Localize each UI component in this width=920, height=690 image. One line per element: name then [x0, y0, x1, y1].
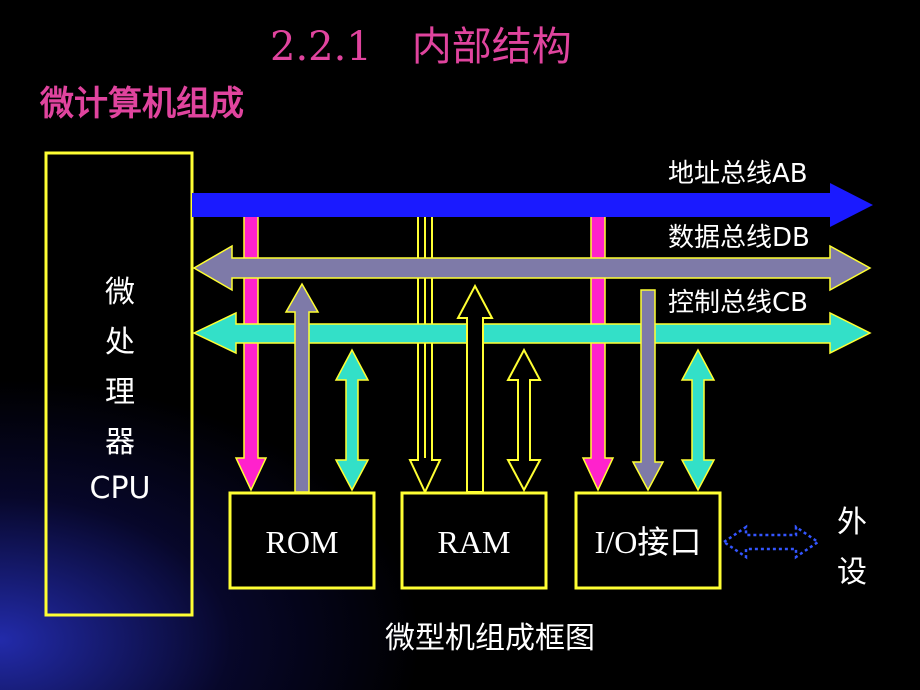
- peripheral-link-arrow: [721, 524, 821, 560]
- data-bus-arrow: [192, 244, 872, 292]
- diagram-caption: 微型机组成框图: [385, 621, 595, 656]
- page-title: 2.2.1 内部结构: [270, 24, 572, 70]
- rom-data-arrow: [284, 282, 320, 493]
- address-bus-arrow: [192, 183, 873, 227]
- rom-address-arrow: [234, 211, 268, 492]
- control-bus-label: 控制总线CB: [668, 288, 808, 318]
- cpu-label-1: 微: [105, 275, 135, 310]
- io-label: I/O接口: [595, 524, 702, 560]
- cpu-label-2: 处: [105, 325, 135, 360]
- io-box: [574, 491, 722, 590]
- io-data-arrow: [631, 289, 665, 492]
- rom-label: ROM: [266, 524, 339, 560]
- ram-box: [400, 491, 548, 590]
- rom-box: [228, 491, 376, 590]
- cpu-label-4: 器: [105, 425, 135, 460]
- data-bus-label: 数据总线DB: [668, 223, 810, 253]
- cpu-label-3: 理: [105, 375, 135, 410]
- peripheral-label-1: 外: [837, 505, 867, 540]
- ram-label: RAM: [438, 524, 511, 560]
- ram-control-arrow: [506, 347, 542, 493]
- cpu-box: [44, 151, 194, 617]
- io-address-arrow: [581, 211, 615, 492]
- page-subtitle: 微计算机组成: [39, 84, 244, 124]
- ram-data-arrow: [456, 283, 494, 493]
- rom-control-arrow: [334, 348, 370, 492]
- peripheral-label-2: 设: [837, 555, 867, 590]
- io-control-arrow: [680, 348, 716, 492]
- control-bus-arrow: [192, 311, 872, 355]
- cpu-label-5: CPU: [90, 471, 151, 506]
- address-bus-label: 地址总线AB: [668, 159, 808, 189]
